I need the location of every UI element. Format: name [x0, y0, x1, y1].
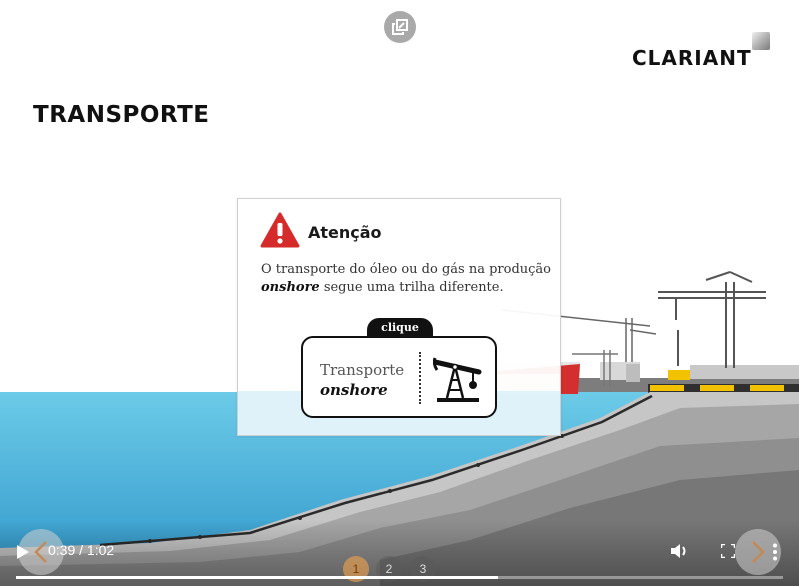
- more-options-icon[interactable]: [772, 543, 778, 561]
- attention-card: Atenção O transporte do óleo ou do gás n…: [237, 198, 561, 436]
- card-body: O transporte do óleo ou do gás na produç…: [261, 261, 551, 297]
- pipeline: [99, 394, 653, 547]
- oil-pump-icon: [433, 357, 482, 402]
- dock-building: [690, 365, 799, 379]
- large-crane: [658, 271, 766, 368]
- logo-text: CLARIANT: [632, 46, 752, 70]
- card-body-text: O transporte do óleo ou do gás na produç…: [261, 262, 552, 277]
- next-slide-icon: [752, 541, 765, 563]
- card-body-emphasis: onshore: [261, 280, 320, 295]
- page-title: TRANSPORTE: [33, 102, 210, 128]
- warning-icon: [260, 212, 300, 248]
- button-divider: [419, 352, 421, 404]
- play-icon[interactable]: [17, 545, 29, 559]
- time-display: 0:39 / 1:02: [48, 542, 115, 558]
- onshore-button-line2: onshore: [320, 381, 388, 399]
- volume-icon[interactable]: [671, 543, 689, 559]
- card-body-rest: segue uma trilha diferente.: [319, 280, 504, 295]
- onshore-button-line1: Transporte: [320, 361, 405, 379]
- popout-icon: [392, 19, 408, 35]
- popout-button[interactable]: [384, 11, 416, 43]
- progress-bar[interactable]: [16, 576, 783, 579]
- seabed-layer-deep: [380, 470, 799, 586]
- progress-fill: [16, 576, 499, 579]
- card-title: Atenção: [308, 223, 382, 242]
- hazard-stripes: [650, 385, 784, 391]
- fullscreen-icon[interactable]: [721, 544, 735, 558]
- prev-slide-icon: [34, 541, 47, 563]
- player-controls: 0:39 / 1:02 1 2 3: [0, 520, 799, 586]
- logo-mark: [752, 32, 770, 50]
- transporte-onshore-button[interactable]: Transporte onshore: [301, 336, 497, 418]
- next-slide-button[interactable]: [735, 529, 781, 575]
- clique-tab[interactable]: clique: [367, 318, 433, 338]
- small-crane: [572, 350, 618, 386]
- onshore-button-label: Transporte onshore: [320, 360, 404, 400]
